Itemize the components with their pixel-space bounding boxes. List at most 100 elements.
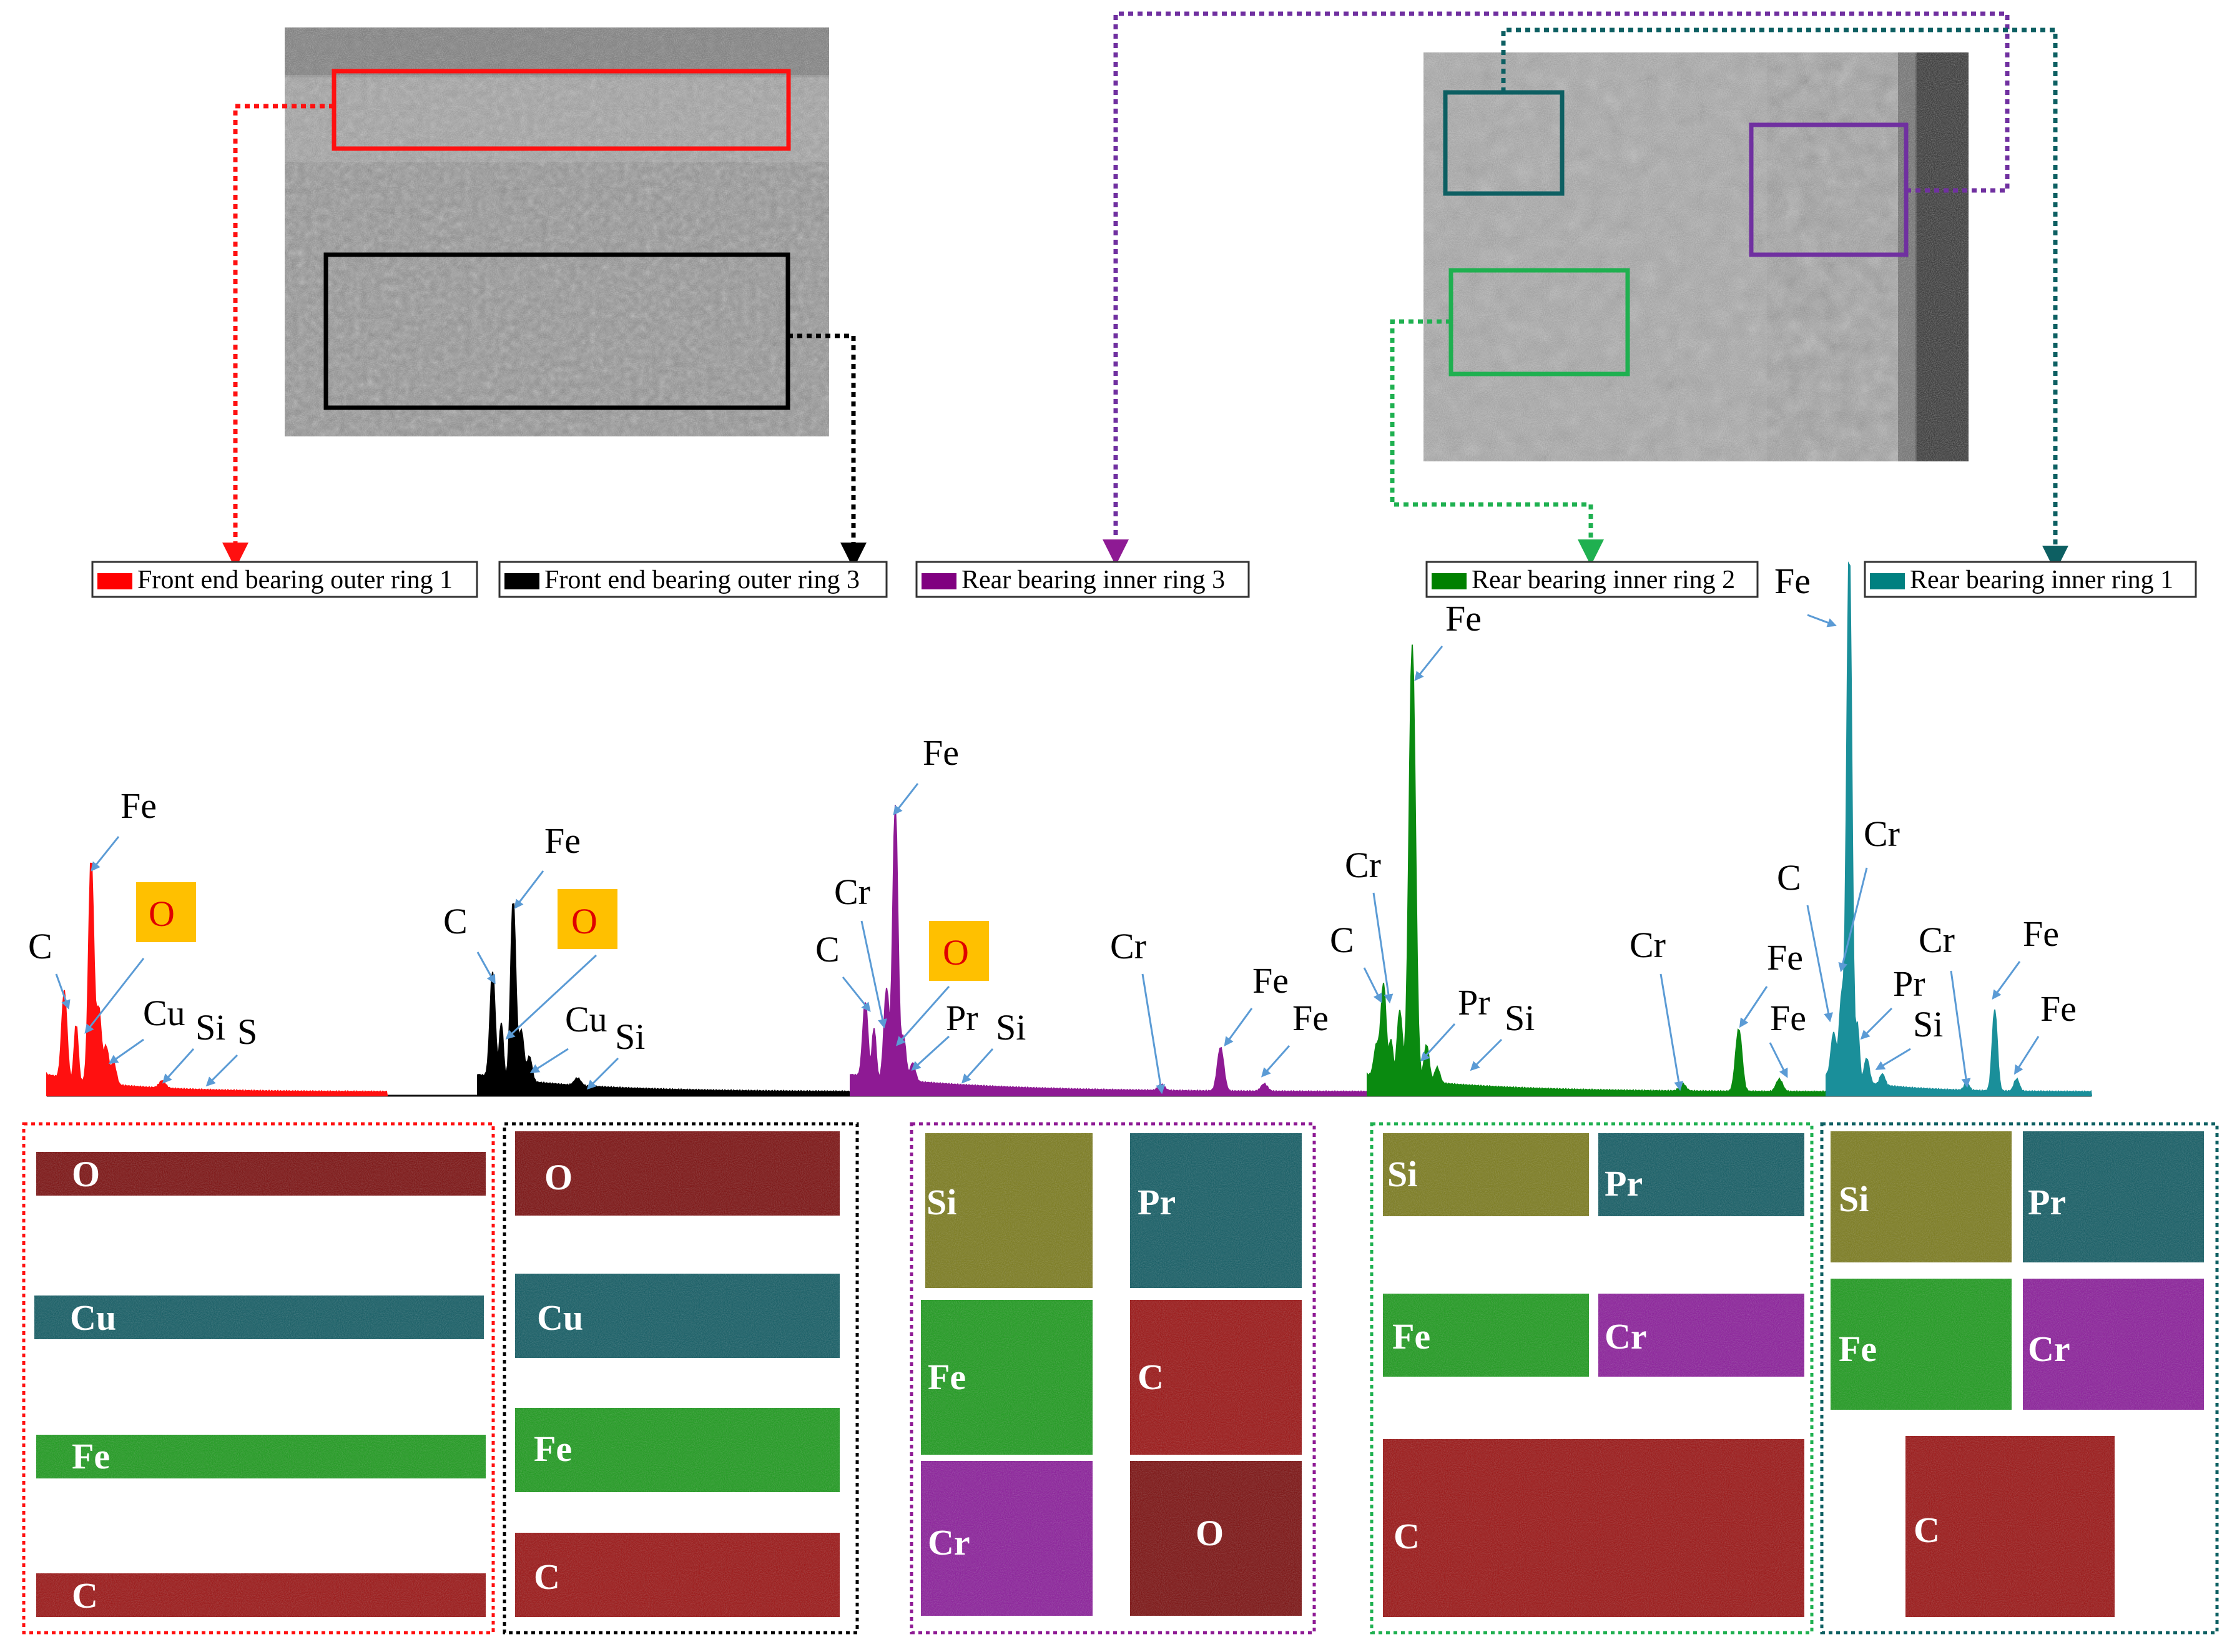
map-tile-g4: C (1383, 1439, 1804, 1617)
peak-label-s1: Cu (143, 993, 185, 1033)
peak-arrow (1420, 1023, 1456, 1062)
map-tile-g5: C (1905, 1436, 2115, 1617)
map-texture (1130, 1300, 1302, 1455)
oxygen-highlight (929, 921, 989, 981)
map-tile-g3: Pr (1130, 1133, 1302, 1288)
map-texture (36, 1152, 486, 1196)
sem-roi-front-outer-3 (323, 252, 790, 410)
map-tile-g3: Si (925, 1133, 1093, 1288)
peak-label-s4: Cr (1630, 925, 1666, 965)
map-texture (2023, 1279, 2204, 1410)
peak-label-s5: Fe (2040, 988, 2077, 1029)
legend-label: Front end bearing outer ring 1 (137, 566, 453, 594)
map-tile-g2: Cu (515, 1274, 840, 1358)
peak-arrow (529, 1048, 569, 1074)
peak-label-s2: C (443, 901, 468, 942)
peak-arrow (1372, 892, 1394, 1004)
peak-label-s3: Cr (834, 872, 870, 912)
map-label: Cu (70, 1297, 116, 1338)
map-tile-g3: Cr (921, 1461, 1093, 1616)
peak-arrow (896, 986, 950, 1046)
legend-frame (1425, 561, 1759, 598)
peak-label-s1: O (149, 893, 175, 934)
legend-front-outer-1: Front end bearing outer ring 1 (91, 561, 478, 598)
legend-rear-inner-2: Rear bearing inner ring 2 (1425, 561, 1759, 598)
map-label: Fe (928, 1357, 966, 1397)
map-tile-g3: C (1130, 1300, 1302, 1455)
map-texture (36, 1573, 486, 1617)
map-label: Si (927, 1182, 956, 1222)
peak-label-s2: Cu (565, 999, 607, 1040)
legend-rear-inner-3: Rear bearing inner ring 3 (915, 561, 1250, 598)
map-label: Fe (534, 1428, 572, 1469)
peak-arrow (84, 958, 145, 1034)
connector-rear-inner-1 (1501, 27, 2068, 572)
spectrum-rear-inner-1 (1826, 561, 2093, 1096)
peak-arrow (91, 836, 120, 872)
map-tile-g1: C (36, 1573, 486, 1617)
sem-image-rear (1423, 52, 1969, 461)
map-texture (1383, 1133, 1589, 1216)
map-label: O (544, 1157, 573, 1197)
map-texture (1831, 1131, 2012, 1262)
peak-label-s5: Pr (1893, 963, 1925, 1004)
peak-label-s4: Fe (1770, 998, 1806, 1038)
map-group-front-outer-1 (22, 1122, 495, 1635)
peak-arrow (842, 976, 871, 1012)
map-texture (921, 1300, 1093, 1455)
map-texture (515, 1274, 840, 1358)
peak-label-s2: Fe (544, 820, 581, 861)
peak-arrow (1806, 905, 1833, 1023)
peak-label-s5: Si (1913, 1004, 1943, 1045)
peak-label-s1: Si (195, 1007, 225, 1048)
map-label: Cr (1605, 1316, 1647, 1357)
peak-arrow (1363, 967, 1382, 1003)
map-tile-g2: O (515, 1131, 840, 1216)
peak-arrow (1470, 1038, 1503, 1071)
map-texture (921, 1461, 1093, 1616)
map-label: Si (1839, 1179, 1869, 1219)
map-label: C (1138, 1357, 1164, 1397)
peak-arrow (108, 1038, 144, 1064)
peak-label-s3: Fe (1252, 960, 1289, 1001)
peak-arrow (893, 783, 919, 815)
map-tile-g4: Si (1383, 1133, 1589, 1216)
map-group-front-outer-3 (503, 1122, 859, 1635)
spectrum-rear-inner-2 (1367, 644, 1842, 1096)
map-texture (1831, 1279, 2012, 1410)
peak-arrow (911, 1035, 950, 1071)
map-texture (515, 1131, 840, 1216)
map-texture (1130, 1133, 1302, 1288)
peak-label-s3: Fe (923, 732, 959, 773)
peak-arrow (1261, 1045, 1291, 1078)
map-label: Cr (2028, 1329, 2070, 1369)
peak-arrow (1992, 961, 2021, 1000)
legend-frame (498, 561, 888, 598)
map-texture (515, 1533, 840, 1617)
peak-label-s5: C (1777, 857, 1801, 898)
map-texture (36, 1435, 486, 1478)
peak-label-s2: Si (615, 1016, 645, 1057)
map-texture (1598, 1294, 1804, 1377)
map-texture (1383, 1294, 1589, 1377)
map-label: Pr (2028, 1182, 2066, 1222)
map-label: Cu (537, 1297, 583, 1338)
peak-label-s4: Si (1505, 998, 1535, 1038)
legend-swatch (97, 573, 132, 589)
map-label: C (72, 1575, 98, 1616)
map-label: Cr (928, 1522, 970, 1563)
peak-arrow (1141, 973, 1166, 1094)
map-label: Pr (1138, 1182, 1176, 1222)
peak-label-s4: C (1330, 920, 1354, 960)
peak-label-s1: C (28, 926, 52, 966)
map-label: C (534, 1556, 560, 1597)
peak-label-s3: Fe (1292, 998, 1329, 1038)
peak-arrow (1659, 973, 1684, 1091)
map-tile-g2: Fe (515, 1408, 840, 1492)
peak-label-s4: Cr (1345, 845, 1381, 885)
oxygen-highlight (558, 889, 617, 949)
peak-arrow (1224, 1008, 1253, 1047)
map-label: C (1394, 1516, 1420, 1556)
